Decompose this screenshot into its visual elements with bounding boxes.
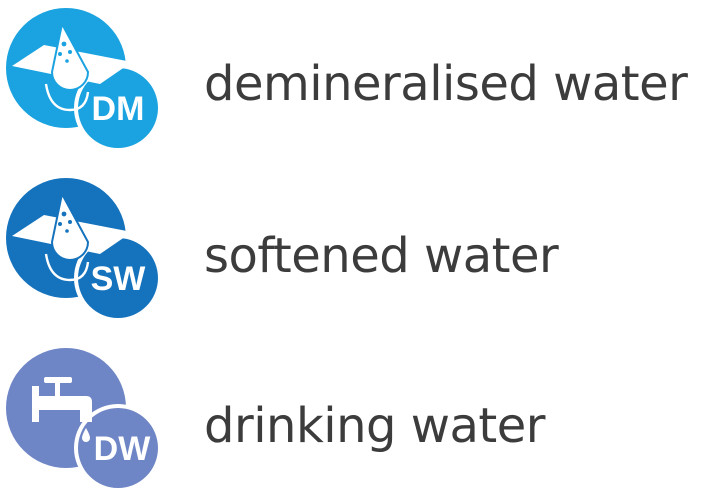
dw-label: drinking water [204, 398, 546, 454]
dm-badge: DM [0, 0, 170, 160]
sw-badge: SW [0, 170, 170, 330]
dm-label: demineralised water [204, 56, 688, 112]
water-type-item-dw: DW drinking water [0, 340, 725, 500]
dw-code: DW [94, 430, 152, 468]
sw-code: SW [91, 260, 147, 298]
water-type-item-dm: DM demineralised water [0, 0, 725, 160]
water-tap-icon [32, 377, 92, 442]
sw-label: softened water [204, 228, 559, 284]
filter-funnel-icon [12, 191, 132, 282]
water-type-item-sw: SW softened water [0, 170, 725, 330]
filter-funnel-icon [12, 21, 132, 112]
dm-code: DM [92, 90, 145, 128]
dw-badge: DW [0, 340, 170, 500]
